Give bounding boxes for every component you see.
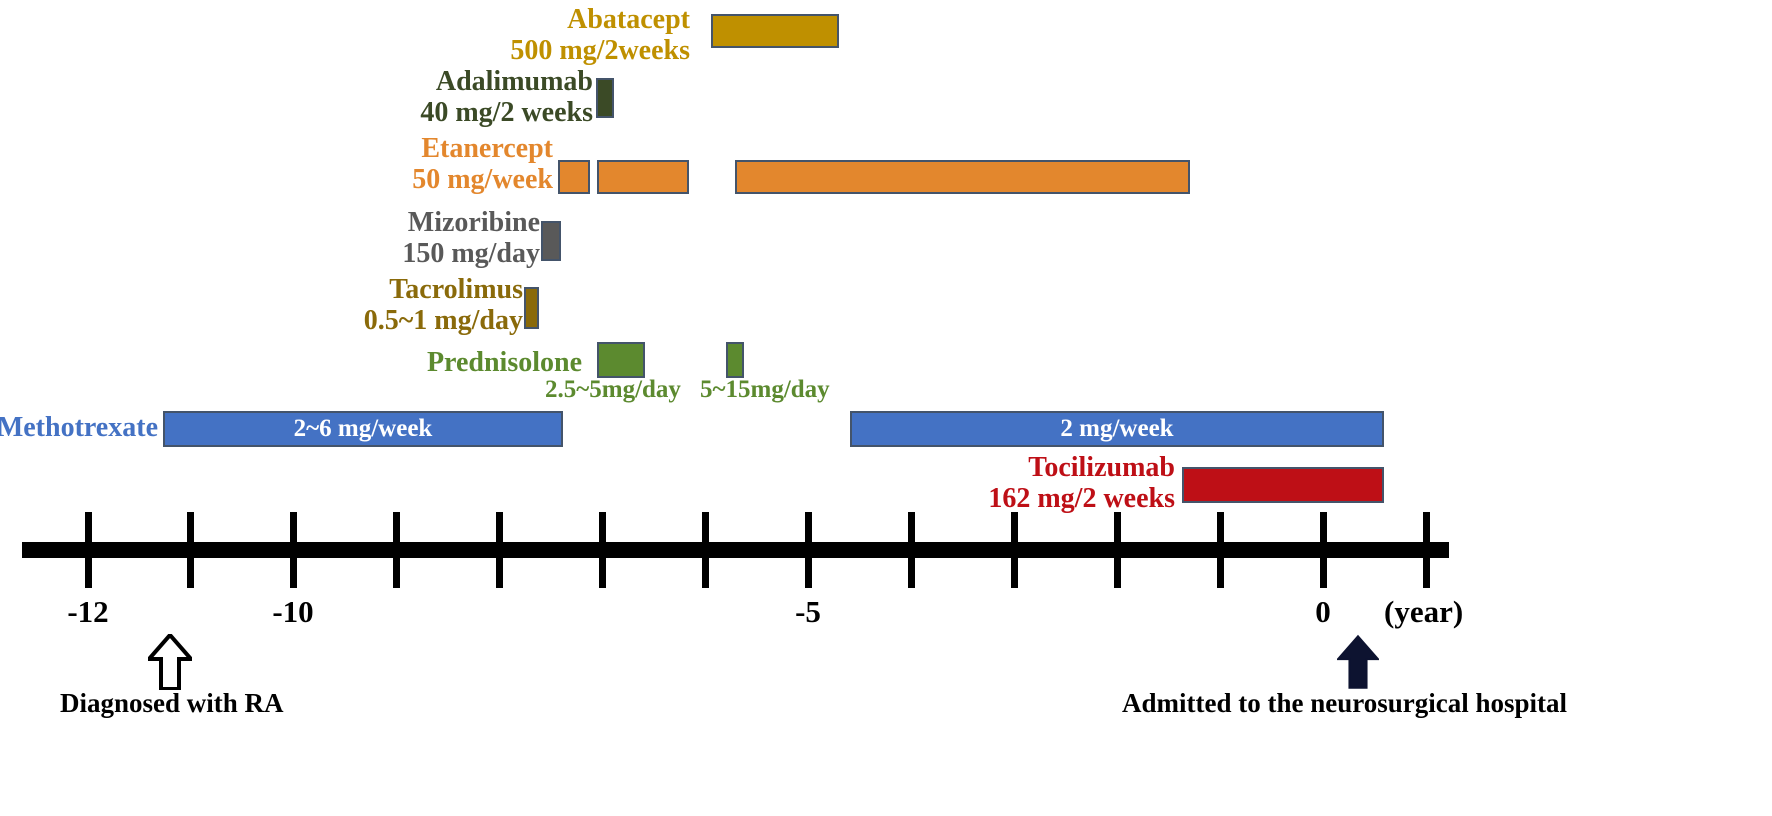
event-caption-admission: Admitted to the neurosurgical hospital [1122,688,1568,718]
drug-name-adalimumab: Adalimumab [435,66,593,97]
axis-tick-9 [908,512,915,588]
drug-dose-etanercept: 50 mg/week [412,164,553,196]
bar-mizoribine-1 [541,221,561,261]
bar-etanercept-2 [597,160,689,194]
drug-label-methotrexate: Methotrexate [0,412,158,443]
drug-name-etanercept: Etanercept [421,133,553,164]
bar-label-methotrexate-1: 2~6 mg/week [293,415,433,442]
drug-dose-mizoribine: 150 mg/day [402,238,540,270]
axis-tick-13 [1320,512,1327,588]
bar-etanercept-1 [558,160,590,194]
axis-tick-12 [1217,512,1224,588]
axis-tick-11 [1114,512,1121,588]
drug-name-prednisolone: Prednisolone [426,347,582,378]
bar-prednisolone-1 [597,342,645,378]
arrow-up-icon-diagnosis [148,634,192,690]
bar-tocilizumab-1 [1182,467,1384,503]
drug-dose-tocilizumab: 162 mg/2 weeks [988,483,1175,515]
drug-dose-tacrolimus: 0.5~1 mg/day [363,305,523,337]
drug-name-tacrolimus: Tacrolimus [389,274,523,305]
arrow-up-icon-admission [1337,634,1379,689]
axis-tick-10 [1011,512,1018,588]
axis-tick-4 [393,512,400,588]
bar-adalimumab-1 [596,78,614,118]
axis-tick-3 [290,512,297,588]
event-caption-diagnosis: Diagnosed with RA [60,688,284,718]
bar-methotrexate-2 [850,411,1384,447]
axis-tick-6 [599,512,606,588]
axis-tick-14 [1423,512,1430,588]
axis-tick-7 [702,512,709,588]
axis-unit-label: (year) [1384,594,1464,629]
axis-tick-1 [85,512,92,588]
drug-name-abatacept: Abatacept [567,4,690,35]
bar-label-methotrexate-2: 2 mg/week [1060,415,1174,442]
drug-name-tocilizumab: Tocilizumab [1028,452,1175,483]
bar-tacrolimus-1 [524,287,539,329]
axis-tick-label-minus5: -5 [795,594,821,629]
axis-tick-label-minus10: -10 [272,594,314,629]
axis-tick-5 [496,512,503,588]
drug-dose-adalimumab: 40 mg/2 weeks [420,97,593,129]
axis-tick-2 [187,512,194,588]
bar-methotrexate-1 [163,411,563,447]
bar-etanercept-3 [735,160,1190,194]
bar-abatacept-1 [711,14,839,48]
drug-dose-abatacept: 500 mg/2weeks [510,35,690,67]
axis-tick-label-minus12: -12 [67,594,109,629]
axis-line [22,542,1449,558]
axis-tick-8 [805,512,812,588]
dose-caption-prednisolone-1: 2.5~5mg/day [545,376,681,403]
drug-name-mizoribine: Mizoribine [407,207,540,238]
drug-label-prednisolone: Prednisolone [427,347,582,378]
dose-caption-prednisolone-2: 5~15mg/day [700,376,830,403]
axis-tick-label-0: 0 [1315,594,1331,629]
drug-name-methotrexate: Methotrexate [0,412,158,443]
bar-prednisolone-2 [726,342,744,378]
